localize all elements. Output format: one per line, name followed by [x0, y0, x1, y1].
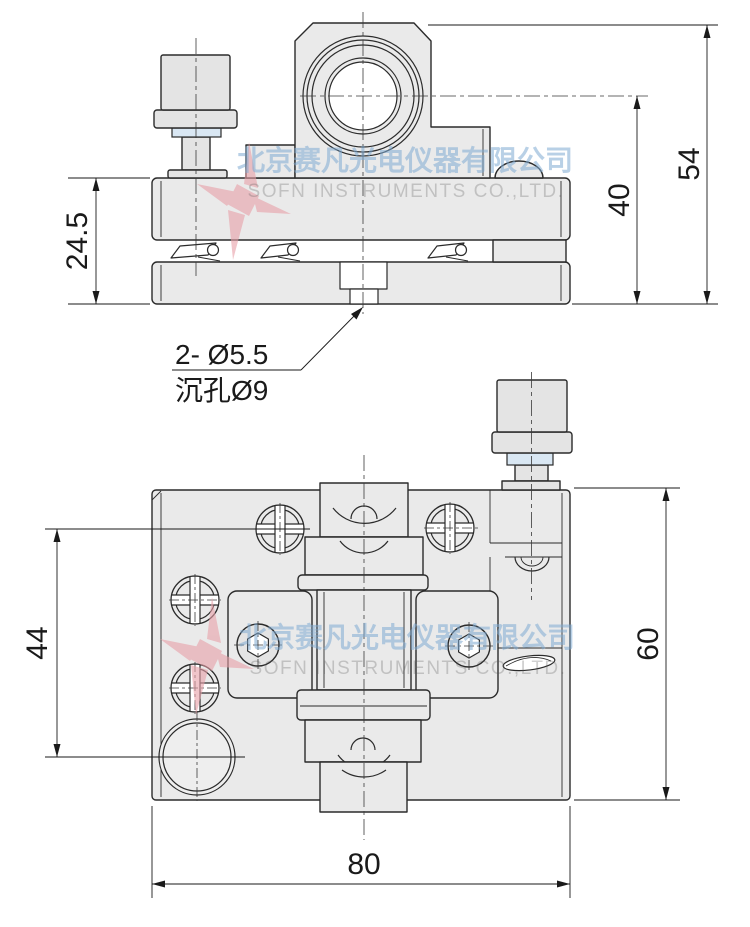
ball-detent-dome — [494, 160, 544, 179]
side-view — [151, 12, 648, 314]
side-adjustment-knob — [153, 54, 238, 179]
dimension-40: 40 — [572, 96, 718, 305]
watermark-top: 北京赛凡光电仪器有限公司 SOFN INSTRUMENTS CO.,LTD. — [197, 142, 573, 260]
dim-label-24-5: 24.5 — [61, 212, 94, 270]
callout-line1: 2- Ø5.5 — [175, 339, 268, 370]
dim-label-40: 40 — [603, 183, 636, 216]
callout-line2: 沉孔Ø9 — [175, 375, 268, 406]
dimension-54: 54 — [428, 24, 718, 304]
sofn-star-logo — [197, 142, 291, 260]
dimension-60: 60 — [574, 487, 680, 801]
watermark-bottom: 北京赛凡光电仪器有限公司 SOFN INSTRUMENTS CO.,LTD. — [160, 597, 575, 715]
counterbore-section — [339, 261, 388, 305]
watermark-company-cn: 北京赛凡光电仪器有限公司 — [237, 144, 573, 176]
dim-label-54: 54 — [673, 147, 706, 180]
side-centerlines — [195, 12, 648, 314]
plan-adjustment-knob — [491, 379, 573, 491]
watermark-company-cn: 北京赛凡光电仪器有限公司 — [239, 621, 575, 653]
dim-label-60: 60 — [632, 627, 665, 660]
watermark-company-en: SOFN INSTRUMENTS CO.,LTD. — [250, 658, 567, 679]
dim-label-44: 44 — [21, 626, 54, 659]
dimension-44: 44 — [21, 528, 310, 758]
dimension-80: 80 — [151, 806, 571, 898]
leaf-springs — [170, 242, 469, 262]
dimension-24-5: 24.5 — [61, 177, 150, 305]
plan-view — [151, 372, 573, 840]
plan-slider-details — [489, 490, 562, 672]
dim-label-80: 80 — [347, 848, 380, 881]
hole-callout: 2- Ø5.5 沉孔Ø9 — [172, 307, 363, 406]
sofn-star-logo — [160, 597, 254, 715]
watermark-company-en: SOFN INSTRUMENTS CO.,LTD. — [248, 181, 565, 202]
central-column — [296, 482, 431, 813]
